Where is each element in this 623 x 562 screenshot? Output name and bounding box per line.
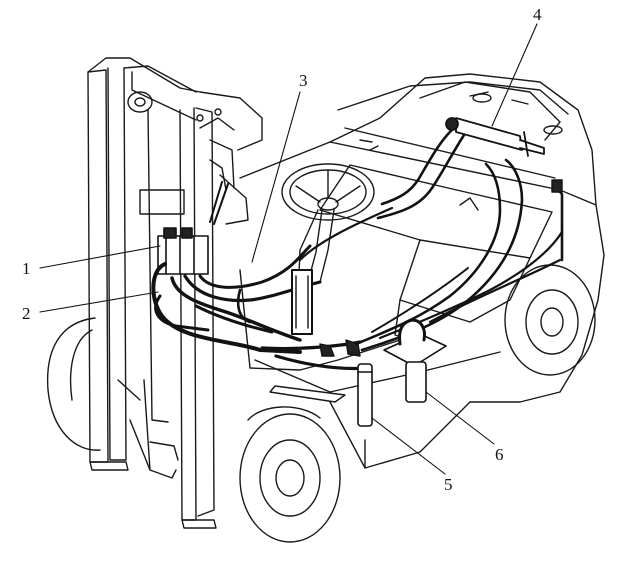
front-left-wheel <box>46 317 101 451</box>
rear-right-wheel <box>504 264 596 376</box>
control-valve <box>157 227 209 275</box>
leader-1 <box>39 245 161 269</box>
front-right-wheel <box>239 406 341 543</box>
hydraulic-system <box>151 117 564 427</box>
leader-6 <box>425 391 495 445</box>
hydraulic-filter <box>383 318 447 403</box>
leader-5 <box>371 417 446 475</box>
suction-pipe <box>357 363 373 427</box>
tilt-cylinder <box>445 117 545 157</box>
leader-2 <box>39 291 159 313</box>
leader-3 <box>251 91 301 263</box>
callout-leaders <box>39 23 538 475</box>
leader-4 <box>491 23 538 127</box>
mast-assembly <box>87 57 263 529</box>
